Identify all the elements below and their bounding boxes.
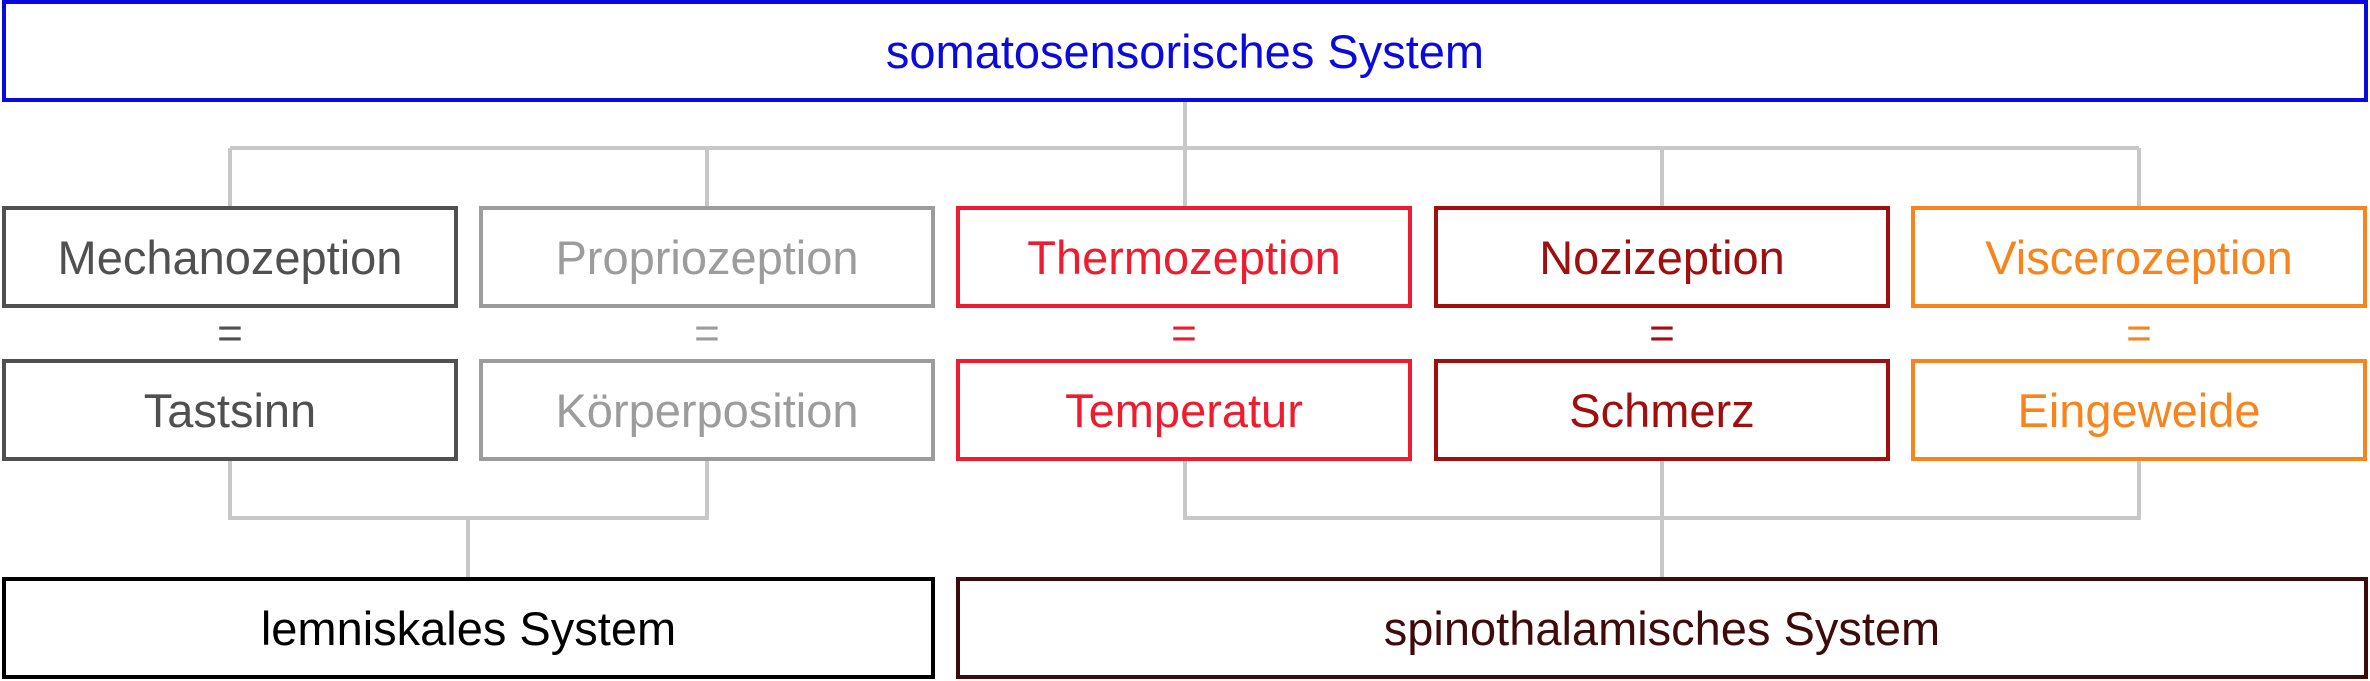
sense-label: Nozizeption [1539,230,1785,284]
sense-label: Viscerozeption [1985,230,2293,284]
lemniscal-system-box: lemniskales System [2,577,935,679]
lemniscal-system-label: lemniskales System [260,601,677,655]
sense-label: Mechanozeption [57,230,403,284]
sense-box-nozizeption: Nozizeption [1434,206,1890,308]
equals-sign: = [2126,309,2152,358]
meaning-box-koerperposition: Körperposition [479,359,935,461]
equals-sign: = [694,309,720,358]
equals-sign: = [1649,309,1675,358]
meaning-label: Eingeweide [2017,383,2261,437]
sense-box-mechanozeption: Mechanozeption [2,206,458,308]
somatosensory-system-box: somatosensorisches System [2,0,2368,102]
sense-label: Propriozeption [555,230,859,284]
meaning-box-tastsinn: Tastsinn [2,359,458,461]
meaning-box-temperatur: Temperatur [956,359,1412,461]
meaning-label: Körperposition [555,383,859,437]
sense-box-propriozeption: Propriozeption [479,206,935,308]
sense-label: Thermozeption [1027,230,1341,284]
spinothalamic-system-box: spinothalamisches System [956,577,2368,679]
meaning-label: Schmerz [1569,383,1755,437]
sense-box-thermozeption: Thermozeption [956,206,1412,308]
meaning-box-schmerz: Schmerz [1434,359,1890,461]
meaning-label: Tastsinn [143,383,317,437]
meaning-box-eingeweide: Eingeweide [1911,359,2367,461]
connector-group [228,102,2141,577]
equals-sign: = [1171,309,1197,358]
spinothalamic-system-label: spinothalamisches System [1383,601,1941,655]
equals-sign: = [217,309,243,358]
lemniscal-bracket [228,461,709,520]
meaning-label: Temperatur [1065,383,1303,437]
sense-box-viscerozeption: Viscerozeption [1911,206,2367,308]
somatosensory-system-label: somatosensorisches System [885,24,1485,78]
